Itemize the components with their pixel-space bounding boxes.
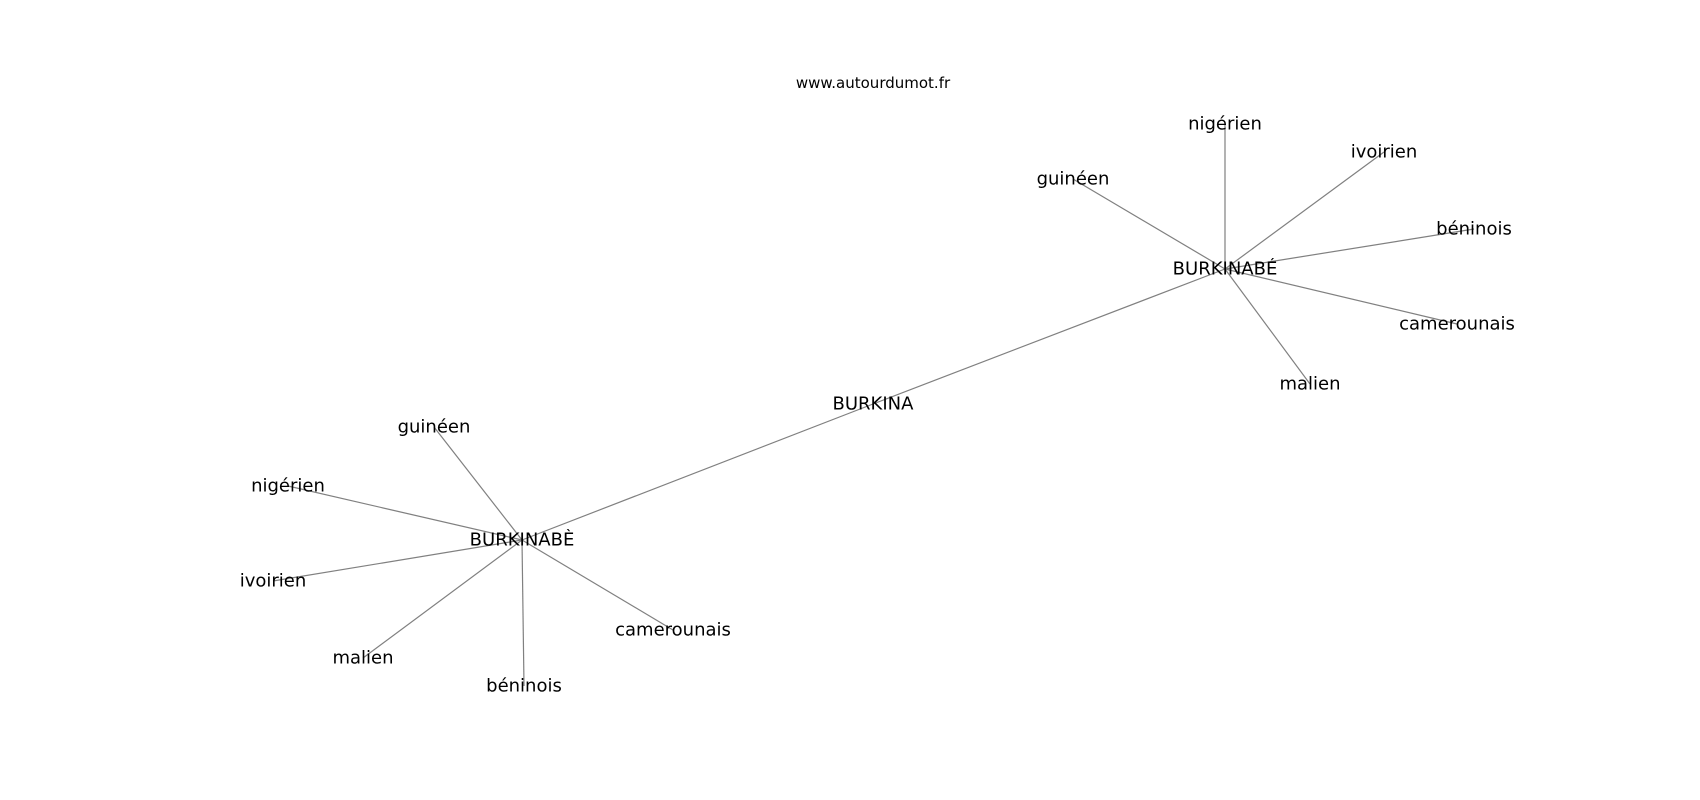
edge-burkinabe-grave-to-camerounais-2 [521,539,674,631]
edge-burkinabe-acute-to-malien-1 [1224,268,1311,385]
edge-burkinabe-grave-to-malien-2 [362,539,523,659]
edge-burkinabe-acute-to-beninois-1 [1224,228,1475,270]
node-malien-1[interactable]: malien [1279,374,1340,395]
node-ivoirien-2[interactable]: ivoirien [240,571,307,592]
node-camerounais-1[interactable]: camerounais [1399,314,1515,335]
edge-burkina-to-burkinabe-grave [521,403,874,541]
graph-nodes: BURKINA BURKINABÉ BURKINABÈ nigérien ivoirie… [240,114,1515,697]
node-nigerien-2[interactable]: nigérien [251,476,325,497]
node-burkinabe-acute[interactable]: BURKINABÉ [1173,258,1278,280]
edge-burkinabe-grave-to-beninois-2 [521,539,525,687]
node-nigerien-1[interactable]: nigérien [1188,114,1262,135]
site-watermark: www.autourdumot.fr [796,74,951,92]
node-beninois-2[interactable]: béninois [486,676,562,697]
graph-edges [272,124,1475,687]
node-guineen-1[interactable]: guinéen [1037,169,1110,190]
edge-burkinabe-acute-to-guineen-1 [1072,178,1226,270]
edge-burkinabe-grave-to-guineen-2 [433,426,523,541]
edge-burkinabe-acute-to-ivoirien-1 [1224,151,1385,270]
node-beninois-1[interactable]: béninois [1436,219,1512,240]
node-ivoirien-1[interactable]: ivoirien [1351,142,1418,163]
node-malien-2[interactable]: malien [332,648,393,669]
edge-burkinabe-grave-to-ivoirien-2 [272,539,523,582]
node-burkinabe-grave[interactable]: BURKINABÈ [470,529,575,551]
edge-burkinabe-acute-to-camerounais-1 [1224,268,1458,325]
node-burkina[interactable]: BURKINA [833,394,915,415]
edge-burkina-to-burkinabe-acute [872,268,1226,405]
node-camerounais-2[interactable]: camerounais [615,620,731,641]
edge-burkinabe-grave-to-nigerien-2 [287,485,523,541]
node-guineen-2[interactable]: guinéen [398,417,471,438]
